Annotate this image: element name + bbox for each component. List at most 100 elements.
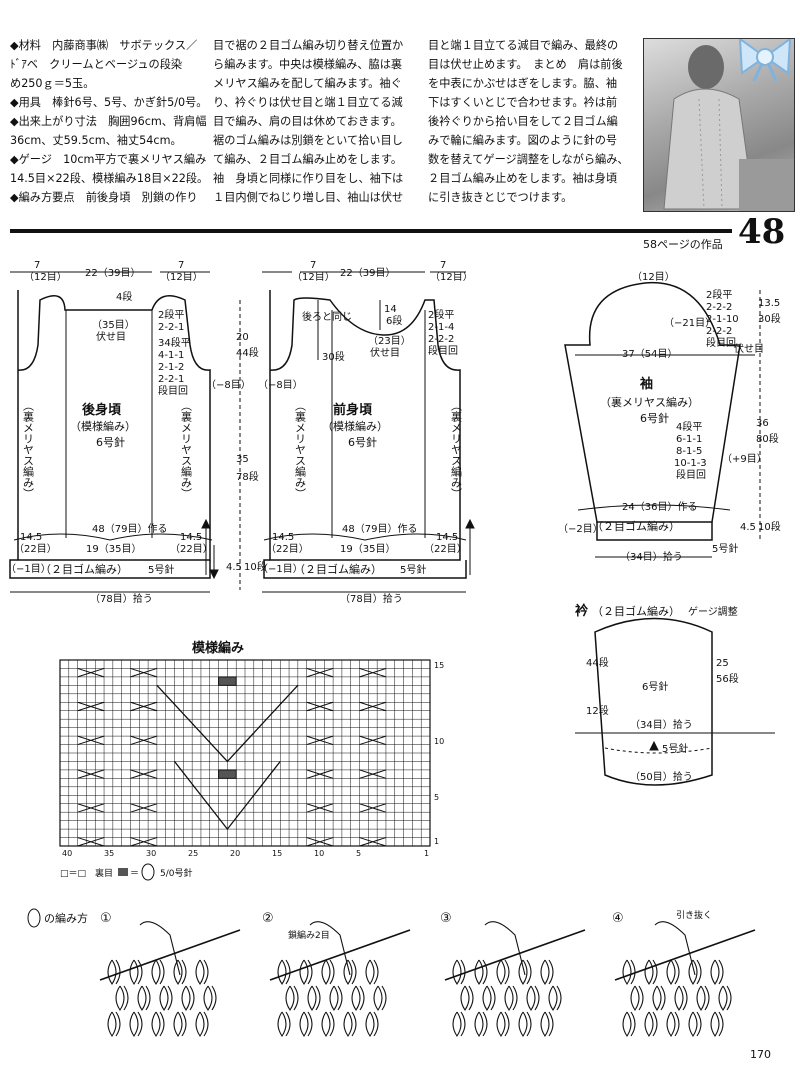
- front-rib-label: （２目ゴム編み）: [294, 562, 382, 576]
- header-rule: [10, 229, 732, 233]
- sleeve-plus: （+9目）: [722, 453, 767, 465]
- text-line: に引き抜きとじでつけます。: [428, 191, 573, 204]
- front-top-left-dim: 7: [310, 260, 316, 271]
- text-line: 袖 身頃と同様に作り目をし、袖下は: [213, 172, 404, 185]
- sleeve-cuff: 24（36目）作る: [622, 501, 697, 513]
- text-line: 14.5目×22段、模様編み18目×22段。: [10, 172, 209, 185]
- step2-note: 鎖編み2目: [288, 929, 330, 941]
- step-number: ②: [262, 911, 274, 926]
- step-number: ③: [440, 911, 452, 926]
- front-top-left-st: （12目）: [292, 271, 335, 283]
- bobble-icon: [141, 863, 155, 881]
- back-needle: 6号針: [96, 435, 125, 449]
- back-rib-outline: [9, 559, 211, 579]
- sleeve-cap-dec: 2-2-2: [706, 326, 732, 337]
- back-top-right-dim: 7: [178, 260, 184, 271]
- text-line: １目内側でねじり増し目、袖山は伏せ: [213, 191, 404, 204]
- text-line: 後衿ぐりから拾い目をして２目ゴム編: [428, 115, 618, 128]
- text-line: ◆ゲージ 10cm平方で裏メリヤス編み: [10, 153, 207, 166]
- back-dec: 2段平: [158, 308, 184, 321]
- sleeve-top-st: （12目）: [632, 271, 675, 283]
- text-line: ◆材料 内藤商事㈱ サボテックス／: [10, 39, 198, 52]
- back-rib-label: （２目ゴム編み）: [40, 562, 128, 576]
- back-top-left-dim: 7: [34, 260, 40, 271]
- materials-column: ◆材料 内藤商事㈱ サボテックス／ ﾄﾞｱベ クリームとベージュの段染 め250…: [10, 36, 208, 207]
- page-reference: 58ページの作品: [643, 238, 723, 251]
- bobble-swatch-icon: [118, 868, 128, 876]
- back-rib-left-st: （22目）: [14, 543, 57, 555]
- sleeve-rib-rows: 10段: [758, 520, 781, 533]
- text-line: メリヤス編みを配して編みます。袖ぐ: [213, 77, 402, 90]
- back-neck-bind: 伏せ目: [96, 330, 126, 343]
- sleeve-rib-h: 4.5: [740, 522, 756, 533]
- collar-right-rows: 56段: [716, 672, 739, 685]
- page-footer-number: 170: [750, 1048, 771, 1061]
- back-title: 後身頃: [82, 402, 122, 418]
- back-top-left-st: （12目）: [24, 271, 67, 283]
- text-line: ◆編み方要点 前後身頃 別鎖の作り: [10, 191, 198, 204]
- sleeve-cap-dec: 2段平: [706, 288, 732, 301]
- collar-left: 44段: [586, 656, 609, 669]
- sleeve-inc: 6-1-1: [676, 434, 702, 445]
- pattern-number: 48: [738, 212, 786, 252]
- back-side-left: （裏メリヤス編み）: [22, 400, 35, 499]
- sleeve-len: 36: [756, 418, 769, 429]
- row-number: 10: [434, 737, 444, 746]
- front-needle: 6号針: [348, 435, 377, 449]
- front-bottom: （78目）拾う: [340, 592, 403, 605]
- col-number: 35: [104, 849, 114, 858]
- front-neck-depth: 14: [384, 304, 397, 315]
- sleeve-cap-h: 13.5: [758, 298, 780, 309]
- back-rib-needle: 5号針: [148, 563, 174, 576]
- sleeve-subtitle: （裏メリヤス編み）: [600, 395, 699, 409]
- text-line: り、衿ぐりは伏せ目と端１目立てる減: [213, 96, 403, 109]
- text-line: 目は伏せ止めます。 まとめ 肩は前後: [428, 58, 623, 71]
- text-line: 裾のゴム編みは別鎖をといて拾い目し: [213, 134, 403, 147]
- back-neck-rows: 4段: [116, 290, 132, 303]
- sleeve-rib-outline: [596, 522, 713, 541]
- front-rib-left-st: （22目）: [266, 543, 309, 555]
- back-body-outline: [17, 290, 211, 561]
- model-photo: [643, 38, 795, 212]
- step4-note: 引き抜く: [676, 909, 712, 921]
- text-line: ら編みます。中央は模様編み、脇は裏: [213, 58, 403, 71]
- col-number: 15: [272, 849, 282, 858]
- collar-title: 衿: [575, 603, 588, 619]
- sleeve-len-rows: 80段: [756, 432, 779, 445]
- collar-title-sub: （２目ゴム編み）: [592, 604, 680, 618]
- front-dec: 2-2-2: [428, 334, 454, 345]
- collar-pick2: （50目）拾う: [630, 770, 693, 783]
- back-rib-left: 14.5: [20, 532, 42, 543]
- bobble-icon: [27, 908, 41, 928]
- text-line: 下はすくいとじで合わせます。衿は前: [428, 96, 618, 109]
- back-rib-minus: （−1目）: [6, 563, 51, 575]
- front-top-mid-dim: 22（39目）: [340, 267, 395, 279]
- sleeve-inc: 8-1-5: [676, 446, 702, 457]
- front-side-right: （裏メリヤス編み）: [450, 400, 463, 499]
- back-subtitle: （模様編み）: [70, 419, 136, 433]
- col-number: 10: [314, 849, 324, 858]
- back-top-right-st: （12目）: [160, 271, 203, 283]
- front-subtitle: （模様編み）: [322, 419, 388, 433]
- collar-needle6: 6号針: [642, 680, 668, 693]
- sleeve-rib-needle: 5号針: [712, 542, 738, 555]
- instructions-column-1: 目で裾の２目ゴム編み切り替え位置か ら編みます。中央は模様編み、脇は裏 メリヤス…: [213, 36, 403, 207]
- collar-mid-left: 12段: [586, 704, 609, 717]
- back-dec: 34段平: [158, 336, 191, 349]
- sleeve-inc: 10-1-3: [674, 458, 707, 469]
- front-hem-label: 48（79目）作る: [342, 523, 417, 535]
- text-line: ◆用具 棒針6号、5号、かぎ針5/0号。: [10, 96, 208, 109]
- back-side-right: （裏メリヤス編み）: [180, 400, 193, 499]
- row-number: 15: [434, 661, 444, 670]
- front-rib-left: 14.5: [272, 532, 294, 543]
- step-number: ①: [100, 911, 112, 926]
- front-rib-minus: （−1目）: [258, 563, 303, 575]
- mid-dim-mid-rows: 78段: [236, 470, 259, 483]
- text-line: を中表にかぶせはぎをします。脇、袖: [428, 77, 618, 90]
- front-neck-depth2: 30段: [322, 350, 345, 363]
- sleeve-cap-dec: 段目回: [706, 336, 736, 349]
- front-dec: 段目回: [428, 344, 458, 357]
- row-number: 1: [434, 837, 439, 846]
- front-same-as-back: 後ろと同じ: [302, 310, 352, 323]
- text-line: みで輪に編みます。図のように針の号: [428, 134, 618, 147]
